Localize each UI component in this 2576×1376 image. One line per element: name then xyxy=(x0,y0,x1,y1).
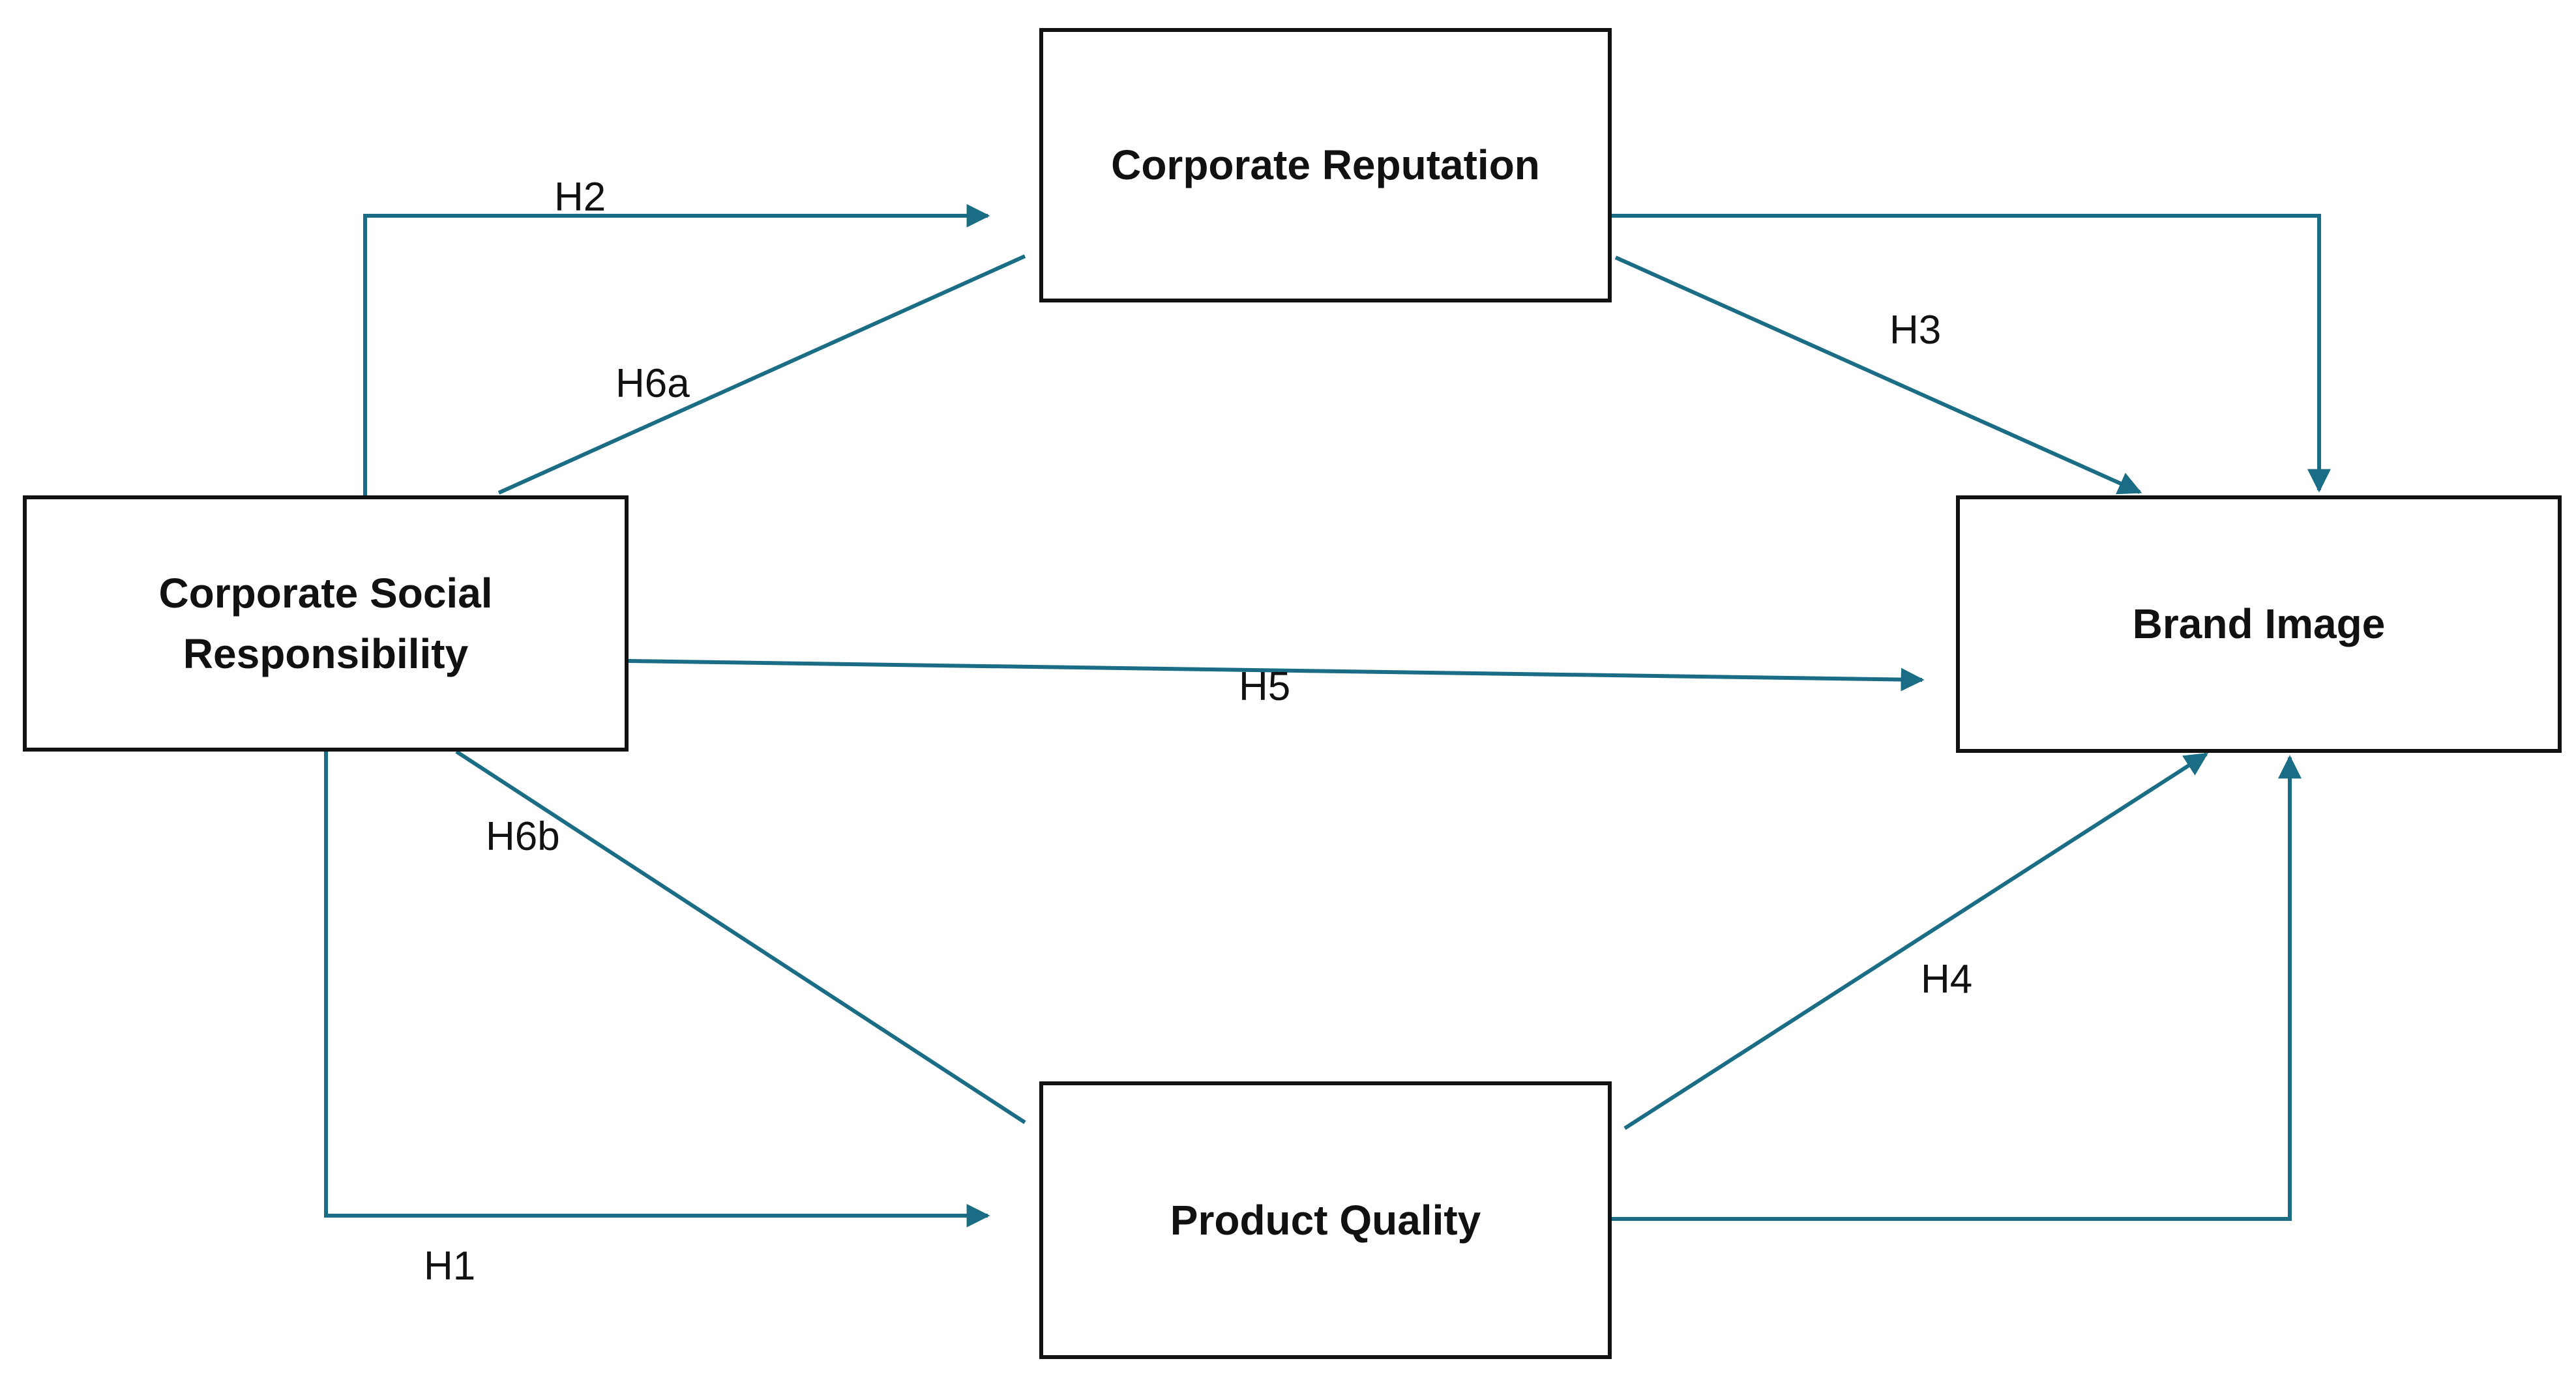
hypothesis-label-h2: H2 xyxy=(554,175,606,220)
path-h1 xyxy=(324,752,990,1227)
hypothesis-label-h5: H5 xyxy=(1239,664,1291,709)
hypothesis-label-h6a: H6a xyxy=(615,361,690,406)
hypothesis-label-h3: H3 xyxy=(1889,308,1942,353)
hypothesis-label-h4: H4 xyxy=(1921,957,1973,1002)
node-corporate-social-responsibility: Corporate Social Responsibility xyxy=(23,495,629,752)
path-cr-to-bi-elbow xyxy=(1612,214,2331,493)
path-h5 xyxy=(628,659,1925,692)
path-h6a xyxy=(497,254,1026,495)
node-brand-image: Brand Image xyxy=(1956,495,2562,753)
node-corporate-reputation: Corporate Reputation xyxy=(1039,28,1612,302)
node-label: Corporate Reputation xyxy=(1111,141,1540,189)
hypothesis-label-h1: H1 xyxy=(424,1244,476,1289)
path-pq-to-bi-elbow xyxy=(1612,755,2302,1221)
hypothesis-label-h6b: H6b xyxy=(486,814,560,859)
node-label: Corporate Social Responsibility xyxy=(158,569,493,677)
path-h3 xyxy=(1614,256,2142,495)
path-h6b xyxy=(455,750,1026,1124)
node-label: Brand Image xyxy=(2132,600,2386,648)
path-h4 xyxy=(1623,752,2209,1130)
node-label: Product Quality xyxy=(1170,1196,1481,1244)
path-h2 xyxy=(363,204,990,495)
node-product-quality: Product Quality xyxy=(1039,1081,1612,1359)
